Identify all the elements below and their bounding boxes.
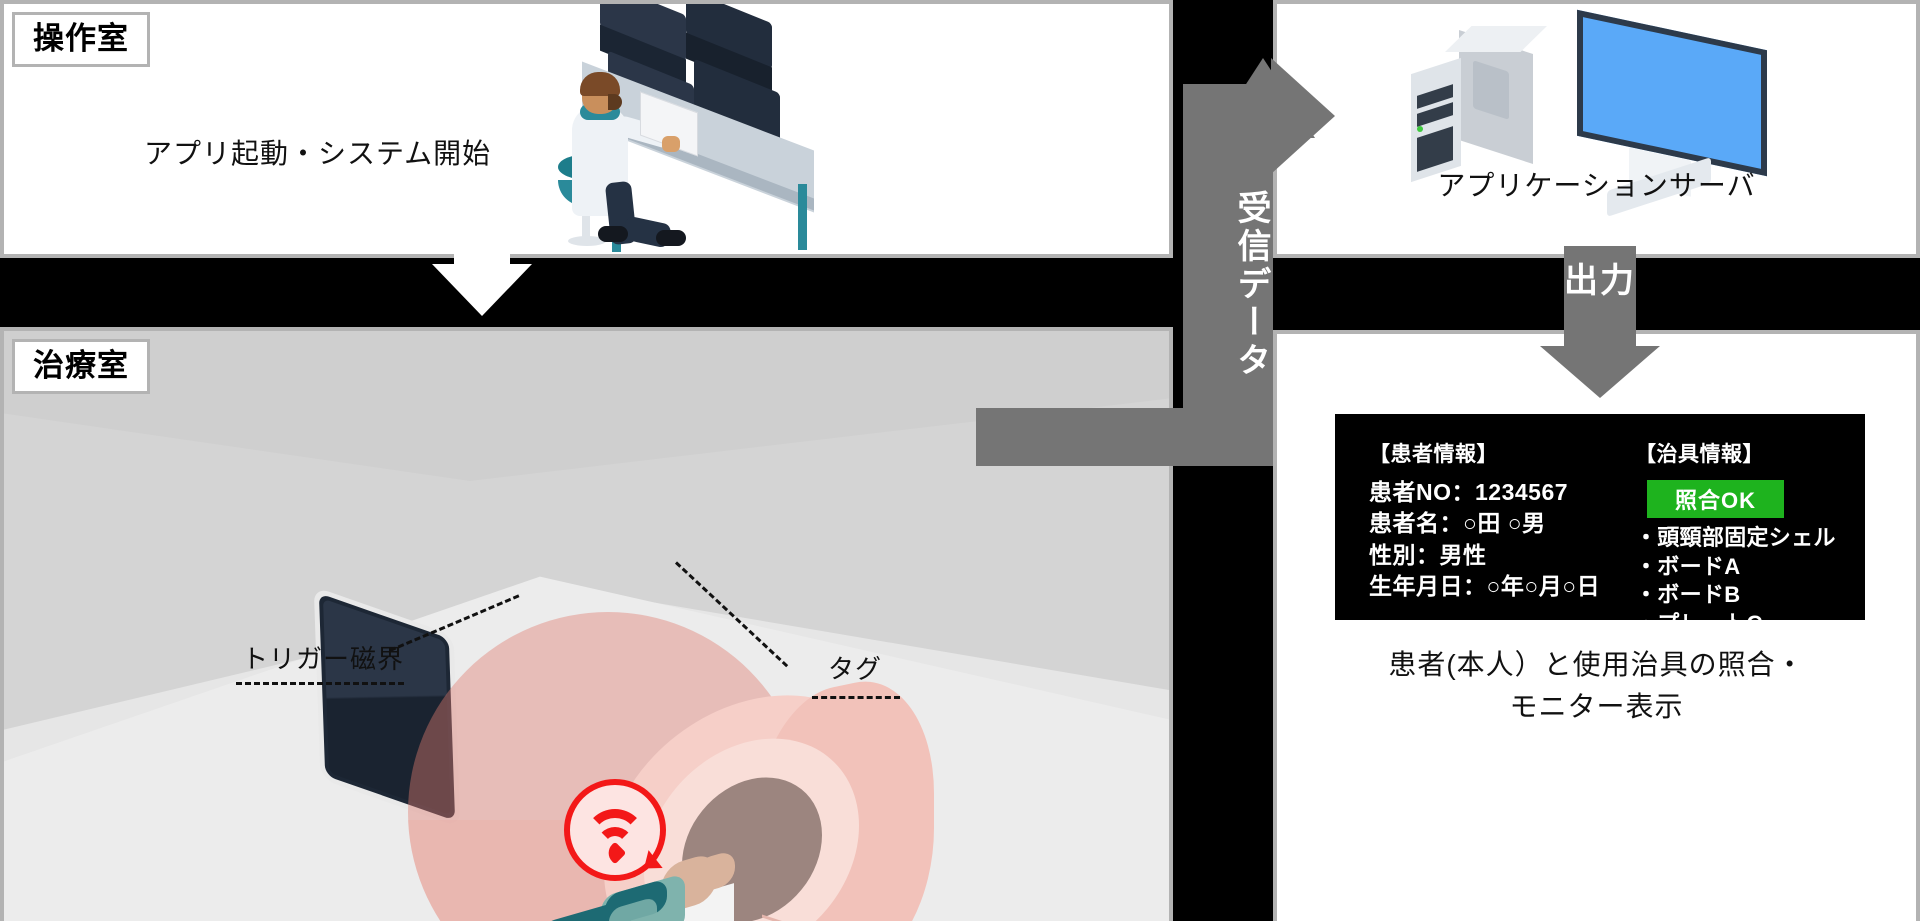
application-server-caption: アプリケーションサーバ <box>1437 170 1756 201</box>
output-label: 出力 <box>1564 262 1636 300</box>
fixture-item-2: ・ボードA <box>1635 553 1741 579</box>
patient-info-column: 【患者情報】 患者NO：1234567 患者名：○田 ○男 性別：男性 生年月日… <box>1369 438 1600 602</box>
treatment-room-tag: 治療室 <box>12 339 150 394</box>
operation-room-caption: アプリ起動・システム開始 <box>144 138 492 169</box>
patient-name-row: 患者名：○田 ○男 <box>1369 510 1546 537</box>
operation-room-tag: 操作室 <box>12 12 150 67</box>
fixture-info-column: 【治具情報】 照合OK ・頭頸部固定シェル ・ボードA ・ボードB ・プレートC <box>1635 438 1836 638</box>
monitor-display: 【患者情報】 患者NO：1234567 患者名：○田 ○男 性別：男性 生年月日… <box>1335 414 1865 636</box>
to-server-arrow <box>1183 58 1335 176</box>
monitor-output-caption: 患者(本人）と使用治具の照合・ モニター表示 <box>1388 649 1805 722</box>
trigger-field-leader-1 <box>236 682 404 685</box>
tag-label: タグ <box>828 654 883 684</box>
output-arrow: 出力 <box>1540 246 1660 398</box>
treatment-room-panel: トリガー磁界 タグ 治療室 <box>0 327 1173 921</box>
fixture-item-3: ・ボードB <box>1635 582 1741 608</box>
received-data-label: 受信データ <box>1232 190 1270 380</box>
flow-arrow-down-white <box>432 208 532 318</box>
patient-no-row: 患者NO：1234567 <box>1369 479 1569 505</box>
patient-sex-row: 性別：男性 <box>1369 541 1487 568</box>
patient-info-title: 【患者情報】 <box>1369 443 1498 466</box>
wifi-icon <box>584 809 646 871</box>
tag-leader-1 <box>812 696 900 699</box>
operator-illustration <box>558 4 912 254</box>
fixture-item-1: ・頭頸部固定シェル <box>1635 525 1836 550</box>
status-badge: 照合OK <box>1647 480 1785 518</box>
monitor-output-panel: 【患者情報】 患者NO：1234567 患者名：○田 ○男 性別：男性 生年月日… <box>1273 330 1920 921</box>
trigger-field-label: トリガー磁界 <box>242 644 405 674</box>
fixture-item-4: ・プレートC <box>1635 610 1763 636</box>
server-illustration <box>1277 4 1916 217</box>
fixture-info-title: 【治具情報】 <box>1635 443 1764 466</box>
operation-room-panel: アプリ起動・システム開始 <box>0 0 1173 258</box>
wifi-signal-bubble <box>564 779 667 881</box>
application-server-panel: アプリケーションサーバ <box>1273 0 1920 258</box>
patient-birthdate-row: 生年月日：○年○月○日 <box>1369 572 1601 599</box>
status-badge-wrap: 照合OK <box>1635 477 1836 524</box>
